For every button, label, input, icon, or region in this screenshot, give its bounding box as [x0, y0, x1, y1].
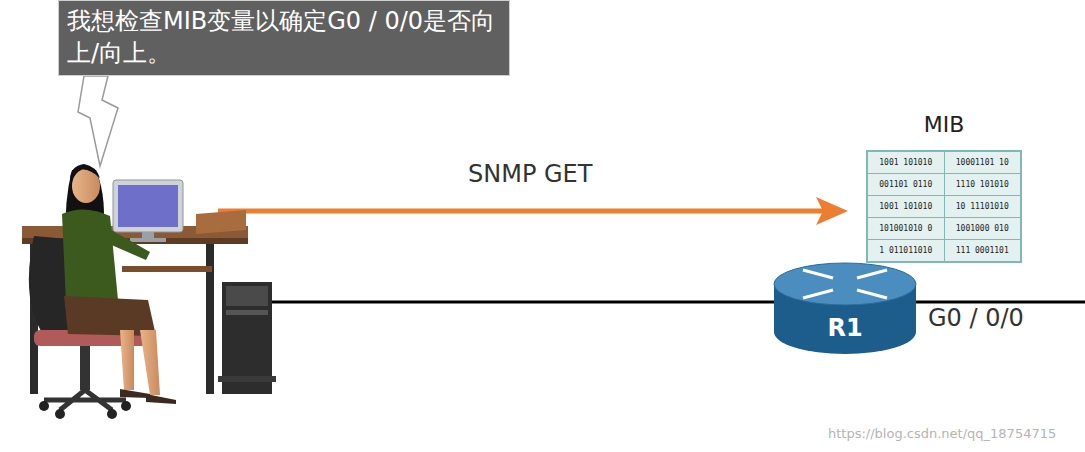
table-cell: 101001010 0 — [868, 218, 944, 239]
snmp-arrow — [218, 197, 848, 225]
watermark: https://blog.csdn.net/qq_18754715 — [828, 426, 1056, 441]
mib-table: MIB1001 10101010001101 10001101 01101110… — [866, 110, 1022, 263]
table-cell: 1110 101010 — [945, 174, 1021, 195]
callout-tail — [78, 76, 118, 166]
speech-text: 我想检查MIB变量以确定G0 / 0/0是否向上/向上。 — [67, 5, 501, 69]
table-cell: 1001000 010 — [945, 218, 1021, 239]
mib-grid: 1001 10101010001101 10001101 01101110 10… — [866, 150, 1022, 263]
table-cell: 1001 101010 — [868, 196, 944, 217]
speech-bubble: 我想检查MIB变量以确定G0 / 0/0是否向上/向上。 — [58, 0, 510, 76]
table-cell: 1 011011010 — [868, 240, 944, 261]
router-name: R1 — [773, 314, 917, 342]
mib-heading: MIB — [866, 110, 1022, 150]
table-cell: 10 11101010 — [945, 196, 1021, 217]
user-workstation — [22, 164, 276, 419]
table-cell: 10001101 10 — [945, 152, 1021, 173]
router: R1 — [773, 262, 917, 356]
protocol-label: SNMP GET — [468, 160, 592, 188]
table-cell: 001101 0110 — [868, 174, 944, 195]
interface-label: G0 / 0/0 — [928, 304, 1024, 332]
table-cell: 1001 101010 — [868, 152, 944, 173]
table-cell: 111 0001101 — [945, 240, 1021, 261]
network-wire — [272, 301, 1085, 304]
